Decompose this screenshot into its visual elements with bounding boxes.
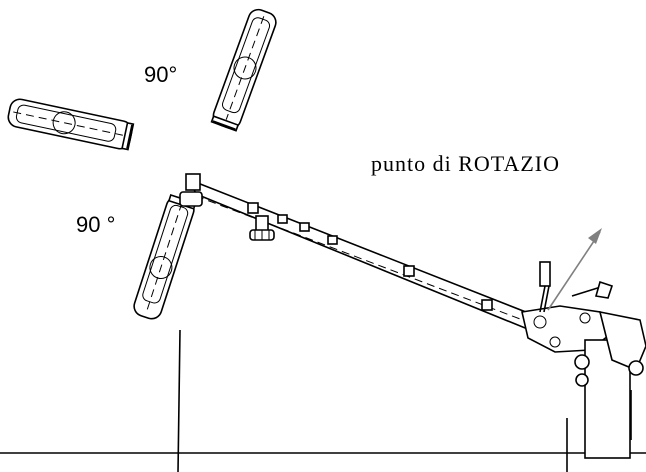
support-column [574,310,646,459]
accessory-position-bottom [133,194,197,320]
lever-handle [539,261,551,287]
rotation-point-label: punto di ROTAZIO [371,151,560,176]
vertical-reference-left [177,329,181,472]
rotation-arrow [547,228,602,311]
support-arm [179,173,538,332]
accessory-position-top [210,8,277,132]
locking-knob [249,215,275,241]
ground-lines [0,329,646,472]
arm-end-clamp [185,173,201,191]
pivot-assembly [521,261,614,353]
angle-label-top: 90° [144,62,177,87]
accessory-position-left [7,98,135,151]
angle-label-bottom: 90 ° [76,212,115,237]
